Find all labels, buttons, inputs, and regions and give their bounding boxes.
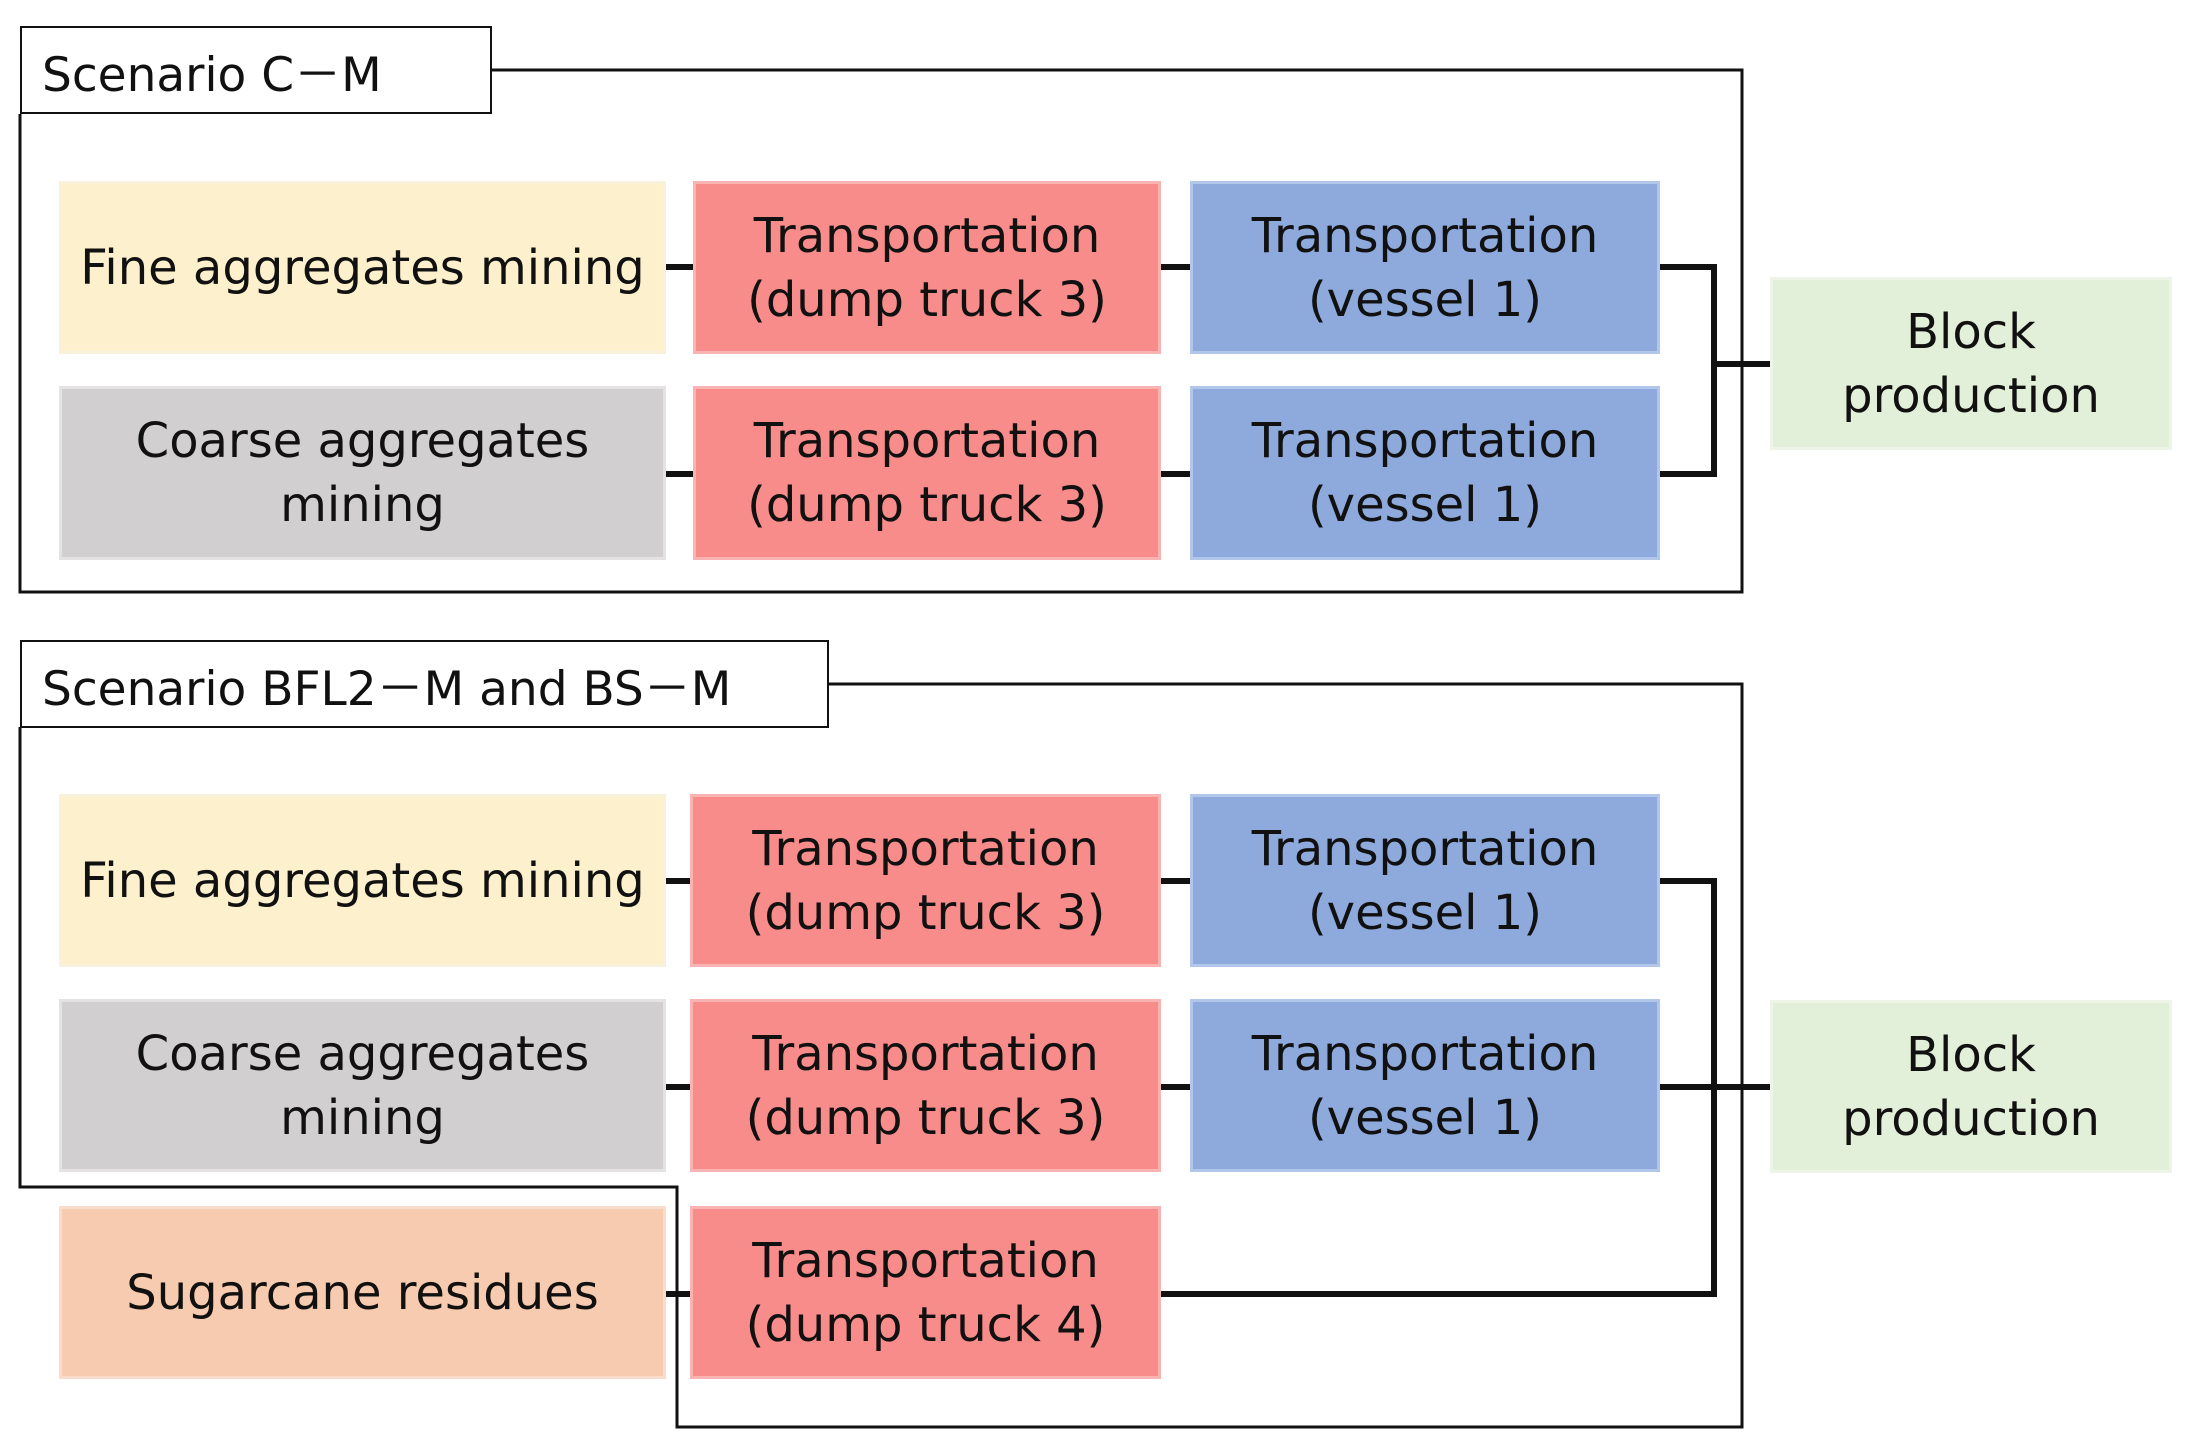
s1-coarse-aggregates-mining: Coarse aggregates mining bbox=[59, 386, 666, 560]
s1-fine-aggregates-mining: Fine aggregates mining bbox=[59, 181, 666, 354]
s2-fine-aggregates-mining: Fine aggregates mining bbox=[59, 794, 666, 967]
s2-sugarcane-residues: Sugarcane residues bbox=[59, 1206, 666, 1379]
scenario1-frame bbox=[18, 68, 1744, 594]
s1-transport-dump-truck-coarse: Transportation (dump truck 3) bbox=[693, 386, 1161, 560]
s2-transport-dump-truck-sugarcane: Transportation (dump truck 4) bbox=[690, 1206, 1161, 1379]
s2-coarse-aggregates-mining: Coarse aggregates mining bbox=[59, 999, 666, 1172]
scenario1-title: Scenario C－M bbox=[20, 26, 492, 114]
s2-transport-vessel-fine: Transportation (vessel 1) bbox=[1190, 794, 1660, 967]
s1-bracket bbox=[1660, 264, 1717, 477]
scenario2-title: Scenario BFL2－M and BS－M bbox=[20, 640, 829, 728]
s2-transport-dump-truck-coarse: Transportation (dump truck 3) bbox=[690, 999, 1161, 1172]
s2-transport-vessel-coarse: Transportation (vessel 1) bbox=[1190, 999, 1660, 1172]
s1-transport-vessel-fine: Transportation (vessel 1) bbox=[1190, 181, 1660, 354]
scenario2-frame bbox=[18, 682, 1744, 1429]
s1-transport-vessel-coarse: Transportation (vessel 1) bbox=[1190, 386, 1660, 560]
s1-transport-dump-truck-fine: Transportation (dump truck 3) bbox=[693, 181, 1161, 354]
s2-block-production: Block production bbox=[1770, 1000, 2172, 1173]
s2-transport-dump-truck-fine: Transportation (dump truck 3) bbox=[690, 794, 1161, 967]
s1-block-production: Block production bbox=[1770, 277, 2172, 450]
